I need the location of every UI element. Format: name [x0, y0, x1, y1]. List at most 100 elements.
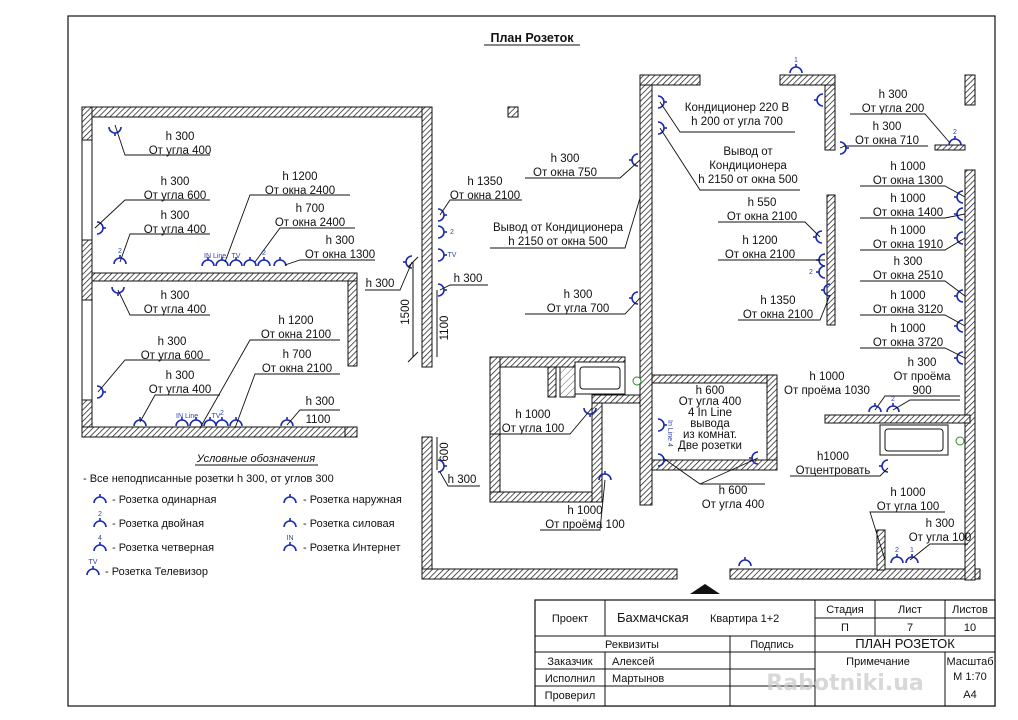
socket-label-line: h 300	[161, 176, 190, 188]
socket-icon	[813, 230, 823, 244]
legend-title: Условные обозначения	[196, 453, 316, 465]
socket-icon	[839, 141, 849, 155]
socket-label: h 300 От угла 700	[547, 289, 610, 315]
legend-item: - Розетка одинарная	[93, 494, 216, 506]
tb-sheet-title: ПЛАН РОЗЕТОК	[855, 636, 955, 651]
tb-sheets: 10	[964, 622, 976, 634]
socket-icon	[111, 286, 125, 296]
socket-label-line: От угла 400	[144, 304, 207, 316]
socket-label-line: От угла 100	[909, 532, 972, 544]
tb-stage-label: Стадия	[826, 604, 864, 616]
tb-executor-label: Исполнил	[545, 673, 595, 685]
socket-icon: 2	[890, 547, 904, 564]
entry-arrow	[690, 584, 720, 594]
socket-label-line: h 1000	[809, 371, 844, 383]
socket-label-line: h 1200	[742, 235, 777, 247]
socket-tag-inline: IN Line	[204, 253, 226, 260]
socket-label-line: h 1350	[467, 176, 502, 188]
socket-label-line: Две розетки	[678, 440, 742, 452]
socket-label-line: От угла 600	[144, 190, 207, 202]
title-block: Проект Бахмачская Квартира 1+2 Стадия П …	[534, 599, 996, 707]
socket-label-line: h 300	[326, 235, 355, 247]
socket-icon	[215, 257, 229, 267]
socket-label-line: h 300	[564, 289, 593, 301]
socket-label-line: От проёма	[893, 371, 951, 383]
socket-label-line: h 300	[879, 89, 908, 101]
legend-note: - Все неподписанные розетки h 300, от уг…	[83, 473, 334, 485]
socket-tag-tv: TV	[212, 413, 221, 420]
socket-icon: 2	[809, 265, 826, 279]
tb-scale: М 1:70	[953, 671, 987, 683]
legend-socket-icon	[93, 520, 107, 528]
socket-label-line: От угла 600	[141, 350, 204, 362]
socket-icon	[437, 459, 447, 473]
socket-icon: 2	[215, 410, 229, 427]
socket-label-line: 4 In Line	[688, 407, 732, 419]
socket-label-line: h 1350	[760, 295, 795, 307]
tb-format: А4	[963, 689, 976, 701]
socket-icon	[657, 95, 667, 109]
socket-icon	[954, 289, 964, 303]
socket-label-line: h 1000	[890, 323, 925, 335]
socket-tag: 2	[891, 396, 895, 403]
legend-tag: 4	[98, 535, 102, 542]
socket-label-line: От окна 2400	[275, 217, 345, 229]
socket-label-line: h 300	[926, 518, 955, 530]
socket-label-line: Вывод от Кондиционера	[493, 222, 624, 234]
dimension-1500: 1500	[400, 256, 419, 363]
socket-label-line: От угла 100	[502, 423, 565, 435]
socket-label: h 1350 От окна 2100	[743, 295, 813, 321]
socket-icon	[954, 319, 964, 333]
socket-icon	[108, 126, 122, 136]
socket-label-line: Кондиционера	[709, 160, 787, 172]
socket-label-line: От окна 2510	[873, 270, 943, 282]
socket-icon	[96, 221, 106, 235]
socket-label: h 300	[306, 396, 335, 408]
socket-label-line: Отцентровать	[796, 465, 871, 477]
socket-label-line: От угла 700	[547, 303, 610, 315]
socket-icon	[879, 459, 889, 473]
legend-label: - Розетка двойная	[112, 518, 204, 530]
socket-tag: 2	[895, 547, 899, 554]
dimension-600: 600	[436, 437, 451, 470]
socket-label-line: h 2150 от окна 500	[508, 236, 608, 248]
legend-item: IN- Розетка Интернет	[283, 535, 401, 554]
socket-icon	[954, 207, 964, 221]
socket-icon	[229, 417, 243, 427]
legend-label: - Розетка Телевизор	[105, 566, 208, 578]
tb-signature-label: Подпись	[750, 639, 794, 651]
socket-label-line: h 550	[748, 197, 777, 209]
socket-label: h 1200 От окна 2100	[725, 235, 795, 261]
socket-label: h 300	[454, 273, 483, 285]
socket-tag: 2	[220, 410, 224, 417]
socket-label-line: h 2150 от окна 500	[698, 174, 798, 186]
socket-label-line: От окна 2100	[743, 309, 813, 321]
bathtub-left	[559, 361, 642, 398]
socket-tag: 2	[118, 248, 122, 255]
legend-label: - Розетка одинарная	[112, 494, 216, 506]
tb-remark-label: Примечание	[846, 656, 910, 668]
socket-label-line: От угла 400	[144, 224, 207, 236]
tb-checked-label: Проверил	[545, 690, 596, 702]
plan-title: План Розеток	[490, 31, 574, 45]
socket-label-line: h 300	[366, 278, 395, 290]
socket-label-line: h 200 от угла 700	[691, 116, 783, 128]
legend-item: - Розетка наружная	[283, 494, 402, 506]
socket-label-line: Кондиционер 220 В	[685, 102, 790, 114]
socket-icon	[437, 208, 447, 222]
socket-label-line: От окна 2100	[725, 249, 795, 261]
legend-socket-icon	[86, 568, 100, 576]
tb-apartment: Квартира 1+2	[710, 613, 779, 625]
socket-label-line: h 1000	[890, 290, 925, 302]
tb-customer: Алексей	[612, 656, 655, 668]
